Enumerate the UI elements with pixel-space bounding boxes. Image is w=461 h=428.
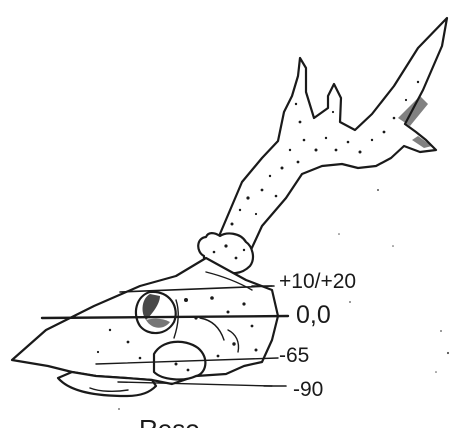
level-label-bottom: -90 — [293, 378, 323, 401]
figure-caption: Reso — [139, 414, 200, 428]
antler — [198, 18, 447, 273]
level-label-zero: 0,0 — [296, 301, 331, 329]
skull — [12, 258, 278, 396]
level-label-mid: -65 — [279, 344, 309, 367]
level-label-top: +10/+20 — [279, 270, 356, 293]
